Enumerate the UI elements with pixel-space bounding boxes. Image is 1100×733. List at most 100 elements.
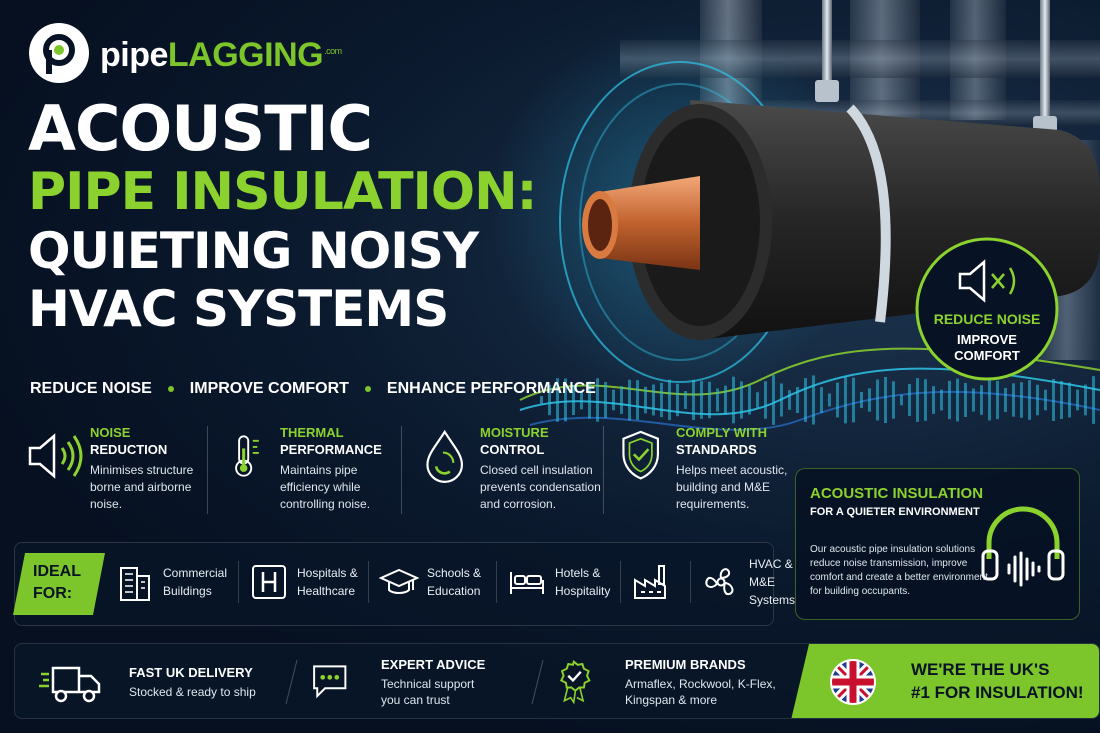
equalizer-bar (564, 378, 567, 422)
headphones-icon (981, 506, 1065, 587)
equalizer-bar (932, 386, 935, 414)
equalizer-bar (684, 390, 687, 410)
muted-speaker-icon (958, 259, 1016, 303)
thermometer-icon (235, 435, 259, 477)
equalizer-bar (1060, 381, 1063, 419)
equalizer-bar (892, 381, 895, 419)
equalizer-bar (972, 388, 975, 412)
divider (238, 561, 239, 603)
chat-bubble-icon (313, 665, 347, 699)
equalizer-bar (716, 388, 719, 412)
equalizer-bar (1092, 376, 1095, 424)
equalizer-bar (548, 384, 551, 416)
equalizer-bar (668, 379, 671, 421)
equalizer-bar (884, 376, 887, 424)
delivery-truck-icon (39, 666, 101, 703)
equalizer-bar (796, 387, 799, 413)
equalizer-bar (572, 384, 575, 416)
feature-description: Closed cell insulation prevents condensa… (480, 463, 601, 511)
equalizer-bar (804, 378, 807, 422)
equalizer-bar (868, 388, 871, 412)
feature-list: NOISE REDUCTION Minimises structure born… (26, 424, 787, 520)
divider (603, 426, 604, 514)
bullet-dot (167, 386, 174, 392)
divider (285, 660, 298, 704)
shield-check-icon (622, 430, 660, 480)
equalizer-bar (1076, 389, 1079, 411)
title-line-1: ACOUSTIC (28, 92, 373, 165)
ideal-item-hospitals: Hospitals &Healthcare (239, 557, 369, 607)
equalizer-bar (732, 376, 735, 424)
uk-flag-icon (830, 659, 876, 705)
equalizer-bar (964, 383, 967, 417)
feature-description: Minimises structure borne and airborne n… (90, 463, 194, 511)
equalizer-bar (1020, 382, 1023, 418)
promo-text: WE'RE THE UK'S #1 FOR INSULATION! (911, 660, 1084, 702)
equalizer-bar (708, 381, 711, 419)
promo-background (791, 644, 1099, 718)
equalizer-bar (1004, 387, 1007, 413)
divider (496, 561, 497, 603)
equalizer-bar (612, 389, 615, 411)
divider (207, 426, 208, 514)
fan-icon (705, 568, 734, 596)
equalizer-bar (740, 381, 743, 419)
card-subtitle: FOR A QUIETER ENVIRONMENT (810, 506, 980, 518)
feature-noise-reduction: NOISE REDUCTION Minimises structure born… (26, 424, 208, 520)
bed-icon (510, 572, 544, 594)
brand-wordmark: pipeLAGGING.com (100, 36, 342, 74)
equalizer-bar (580, 390, 583, 410)
equalizer-bar (836, 382, 839, 418)
tagline-item: IMPROVE COMFORT (189, 380, 349, 397)
equalizer-bar (988, 379, 991, 421)
equalizer-bar (676, 383, 679, 417)
reduce-noise-badge (915, 237, 1059, 381)
feature-comply-with-standards: COMPLY WITH STANDARDS Helps meet acousti… (604, 424, 787, 520)
divider (690, 561, 691, 603)
equalizer-bar (860, 391, 863, 409)
equalizer-bar (764, 381, 767, 419)
hospital-icon (252, 565, 286, 599)
benefits-bar: FAST UK DELIVERY Stocked & ready to ship… (14, 643, 1100, 719)
page-title: ACOUSTIC PIPE INSULATION: QUIETING NOISY… (28, 92, 588, 339)
equalizer-bar (556, 378, 559, 422)
feature-moisture-control: MOISTURE CONTROL Closed cell insulation … (402, 424, 604, 520)
equalizer-bar (980, 385, 983, 415)
equalizer-bar (660, 382, 663, 418)
bullet-dot (364, 386, 371, 392)
equalizer-bar (788, 390, 791, 410)
equalizer-bar (588, 381, 591, 419)
equalizer-bar (956, 378, 959, 422)
badge-subtitle: IMPROVE COMFORT (954, 332, 1020, 363)
benefit-delivery: FAST UK DELIVERY Stocked & ready to ship (39, 644, 256, 718)
equalizer-bar (628, 379, 631, 421)
tagline-item: ENHANCE PERFORMANCE (386, 380, 596, 397)
feature-thermal-performance: THERMAL PERFORMANCE Maintains pipe effic… (208, 424, 402, 520)
feature-description: Helps meet acoustic, building and M&E re… (676, 463, 788, 511)
title-line-2: PIPE INSULATION: (28, 162, 537, 222)
badge-title: REDUCE NOISE (933, 311, 1041, 327)
equalizer-bar (852, 377, 855, 423)
card-title: ACOUSTIC INSULATION (810, 485, 984, 502)
equalizer-bar (1012, 383, 1015, 417)
equalizer-bar (644, 386, 647, 414)
award-badge-icon (559, 659, 591, 705)
logo-mark-icon (29, 23, 89, 83)
divider (401, 426, 402, 514)
equalizer-bar (948, 380, 951, 420)
equalizer-bar (924, 379, 927, 421)
equalizer-bar (1036, 384, 1039, 416)
brand-logo[interactable]: pipeLAGGING.com (26, 18, 342, 88)
equalizer-bar (900, 394, 903, 406)
equalizer-bar (604, 382, 607, 418)
equalizer-bar (596, 378, 599, 422)
divider (620, 561, 621, 603)
title-line-3: QUIETING NOISY (28, 222, 479, 280)
equalizer-bar (540, 396, 543, 404)
